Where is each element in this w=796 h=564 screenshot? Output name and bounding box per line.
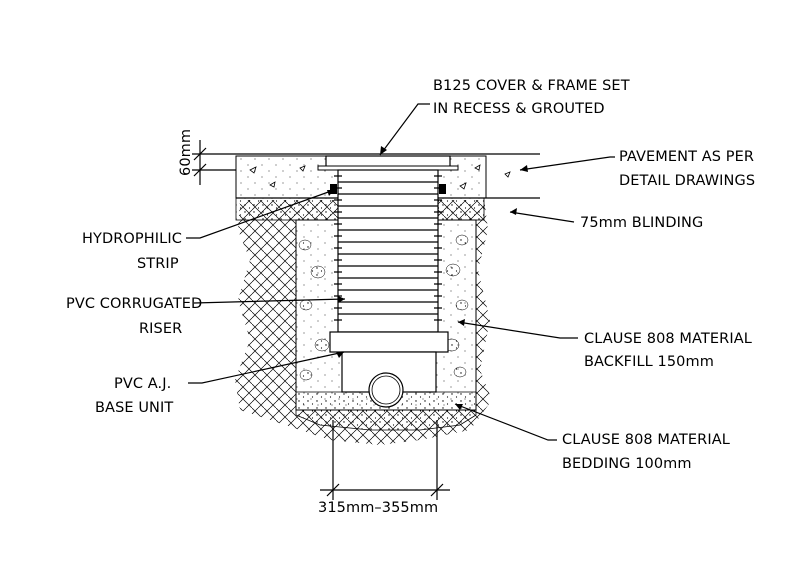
pavement-leader: [519, 156, 615, 171]
base-leader: [188, 351, 345, 384]
riser-leader: [193, 298, 346, 304]
bedding-layer: [295, 391, 477, 431]
blinding-label: 75mm BLINDING: [580, 215, 703, 231]
pavement-label-2: DETAIL DRAWINGS: [619, 173, 755, 189]
backfill-leader: [457, 321, 578, 339]
hydrophilic-strip-left: [330, 184, 337, 194]
depth-dimension: [192, 140, 236, 185]
width-dimension: [320, 420, 450, 500]
riser-label-2: RISER: [139, 321, 182, 337]
base-label-2: BASE UNIT: [95, 400, 173, 416]
backfill-label-2: BACKFILL 150mm: [584, 354, 714, 370]
hydrophilic-label-1: HYDROPHILIC: [82, 231, 182, 247]
bedding-leader: [454, 403, 557, 441]
base-label-1: PVC A.J.: [114, 376, 171, 392]
hydrophilic-label-2: STRIP: [137, 256, 179, 272]
bedding-label-1: CLAUSE 808 MATERIAL: [562, 432, 730, 448]
outlet-pipe: [368, 372, 404, 408]
cover-leader: [379, 103, 430, 156]
backfill-label-1: CLAUSE 808 MATERIAL: [584, 331, 752, 347]
depth-dimension-label: 60mm: [178, 129, 194, 176]
width-dimension-label: 315mm–355mm: [318, 500, 438, 516]
bedding-label-2: BEDDING 100mm: [562, 456, 692, 472]
corrugated-riser: [334, 169, 442, 333]
hydrophilic-leader: [186, 189, 335, 239]
cover-label-2: IN RECESS & GROUTED: [433, 101, 605, 117]
pavement-aggregate: [249, 164, 511, 190]
cover-label-1: B125 COVER & FRAME SET: [433, 78, 630, 94]
blinding-leader: [509, 211, 575, 223]
hydrophilic-strip-right: [439, 184, 446, 194]
base-unit: [329, 331, 449, 353]
riser-label-1: PVC CORRUGATED: [66, 296, 202, 312]
pavement-label-1: PAVEMENT AS PER: [619, 149, 754, 165]
